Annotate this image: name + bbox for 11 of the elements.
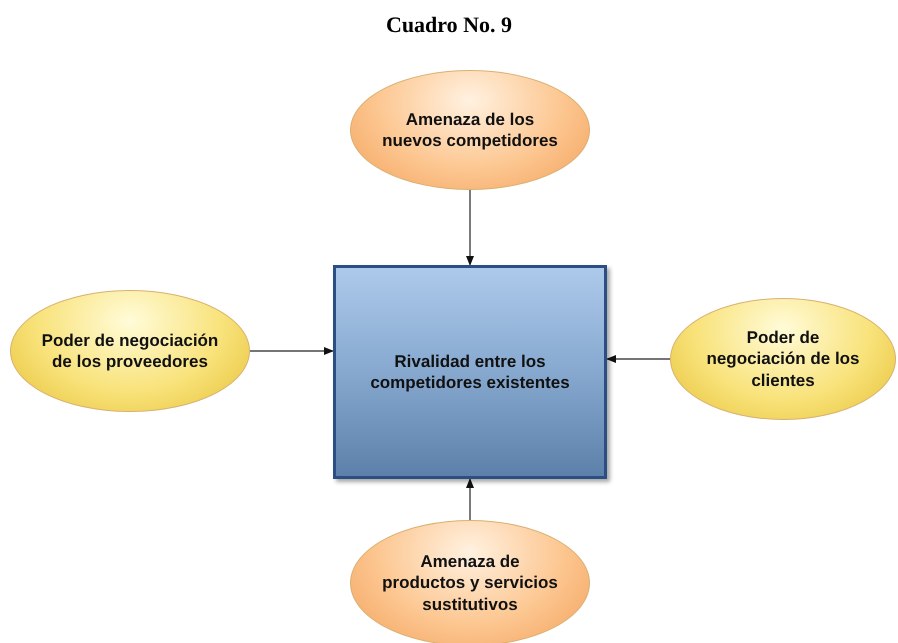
node-label: Rivalidad entre los competidores existentes xyxy=(369,350,571,394)
arrow xyxy=(250,347,334,355)
arrow xyxy=(466,478,474,520)
process-box xyxy=(333,265,607,479)
node-label: Poder de negociación de los clientes xyxy=(705,327,861,391)
diagram-title: Cuadro No. 9 xyxy=(384,12,514,38)
node-label: Amenaza de los nuevos competidores xyxy=(381,108,559,152)
node-label: Amenaza de productos y servicios sustitutivos xyxy=(381,551,559,615)
node-label: Poder de negociación de los proveedores xyxy=(40,330,220,372)
arrow xyxy=(606,355,670,363)
arrow xyxy=(466,190,474,266)
